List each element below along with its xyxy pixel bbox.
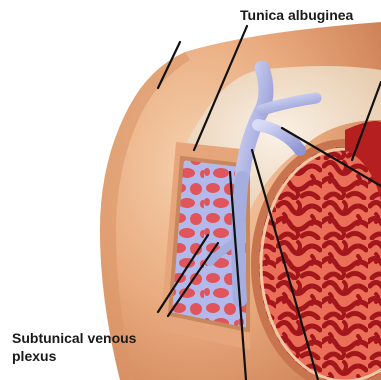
tunica-albuginea-label: Tunica albuginea bbox=[240, 6, 353, 24]
subtunical-venous-plexus-label: Subtunical venous plexus bbox=[12, 329, 136, 365]
subtunical-venous-plexus-label-line1: Subtunical venous bbox=[12, 329, 136, 347]
subtunical-venous-plexus-label-line2: plexus bbox=[12, 347, 136, 365]
